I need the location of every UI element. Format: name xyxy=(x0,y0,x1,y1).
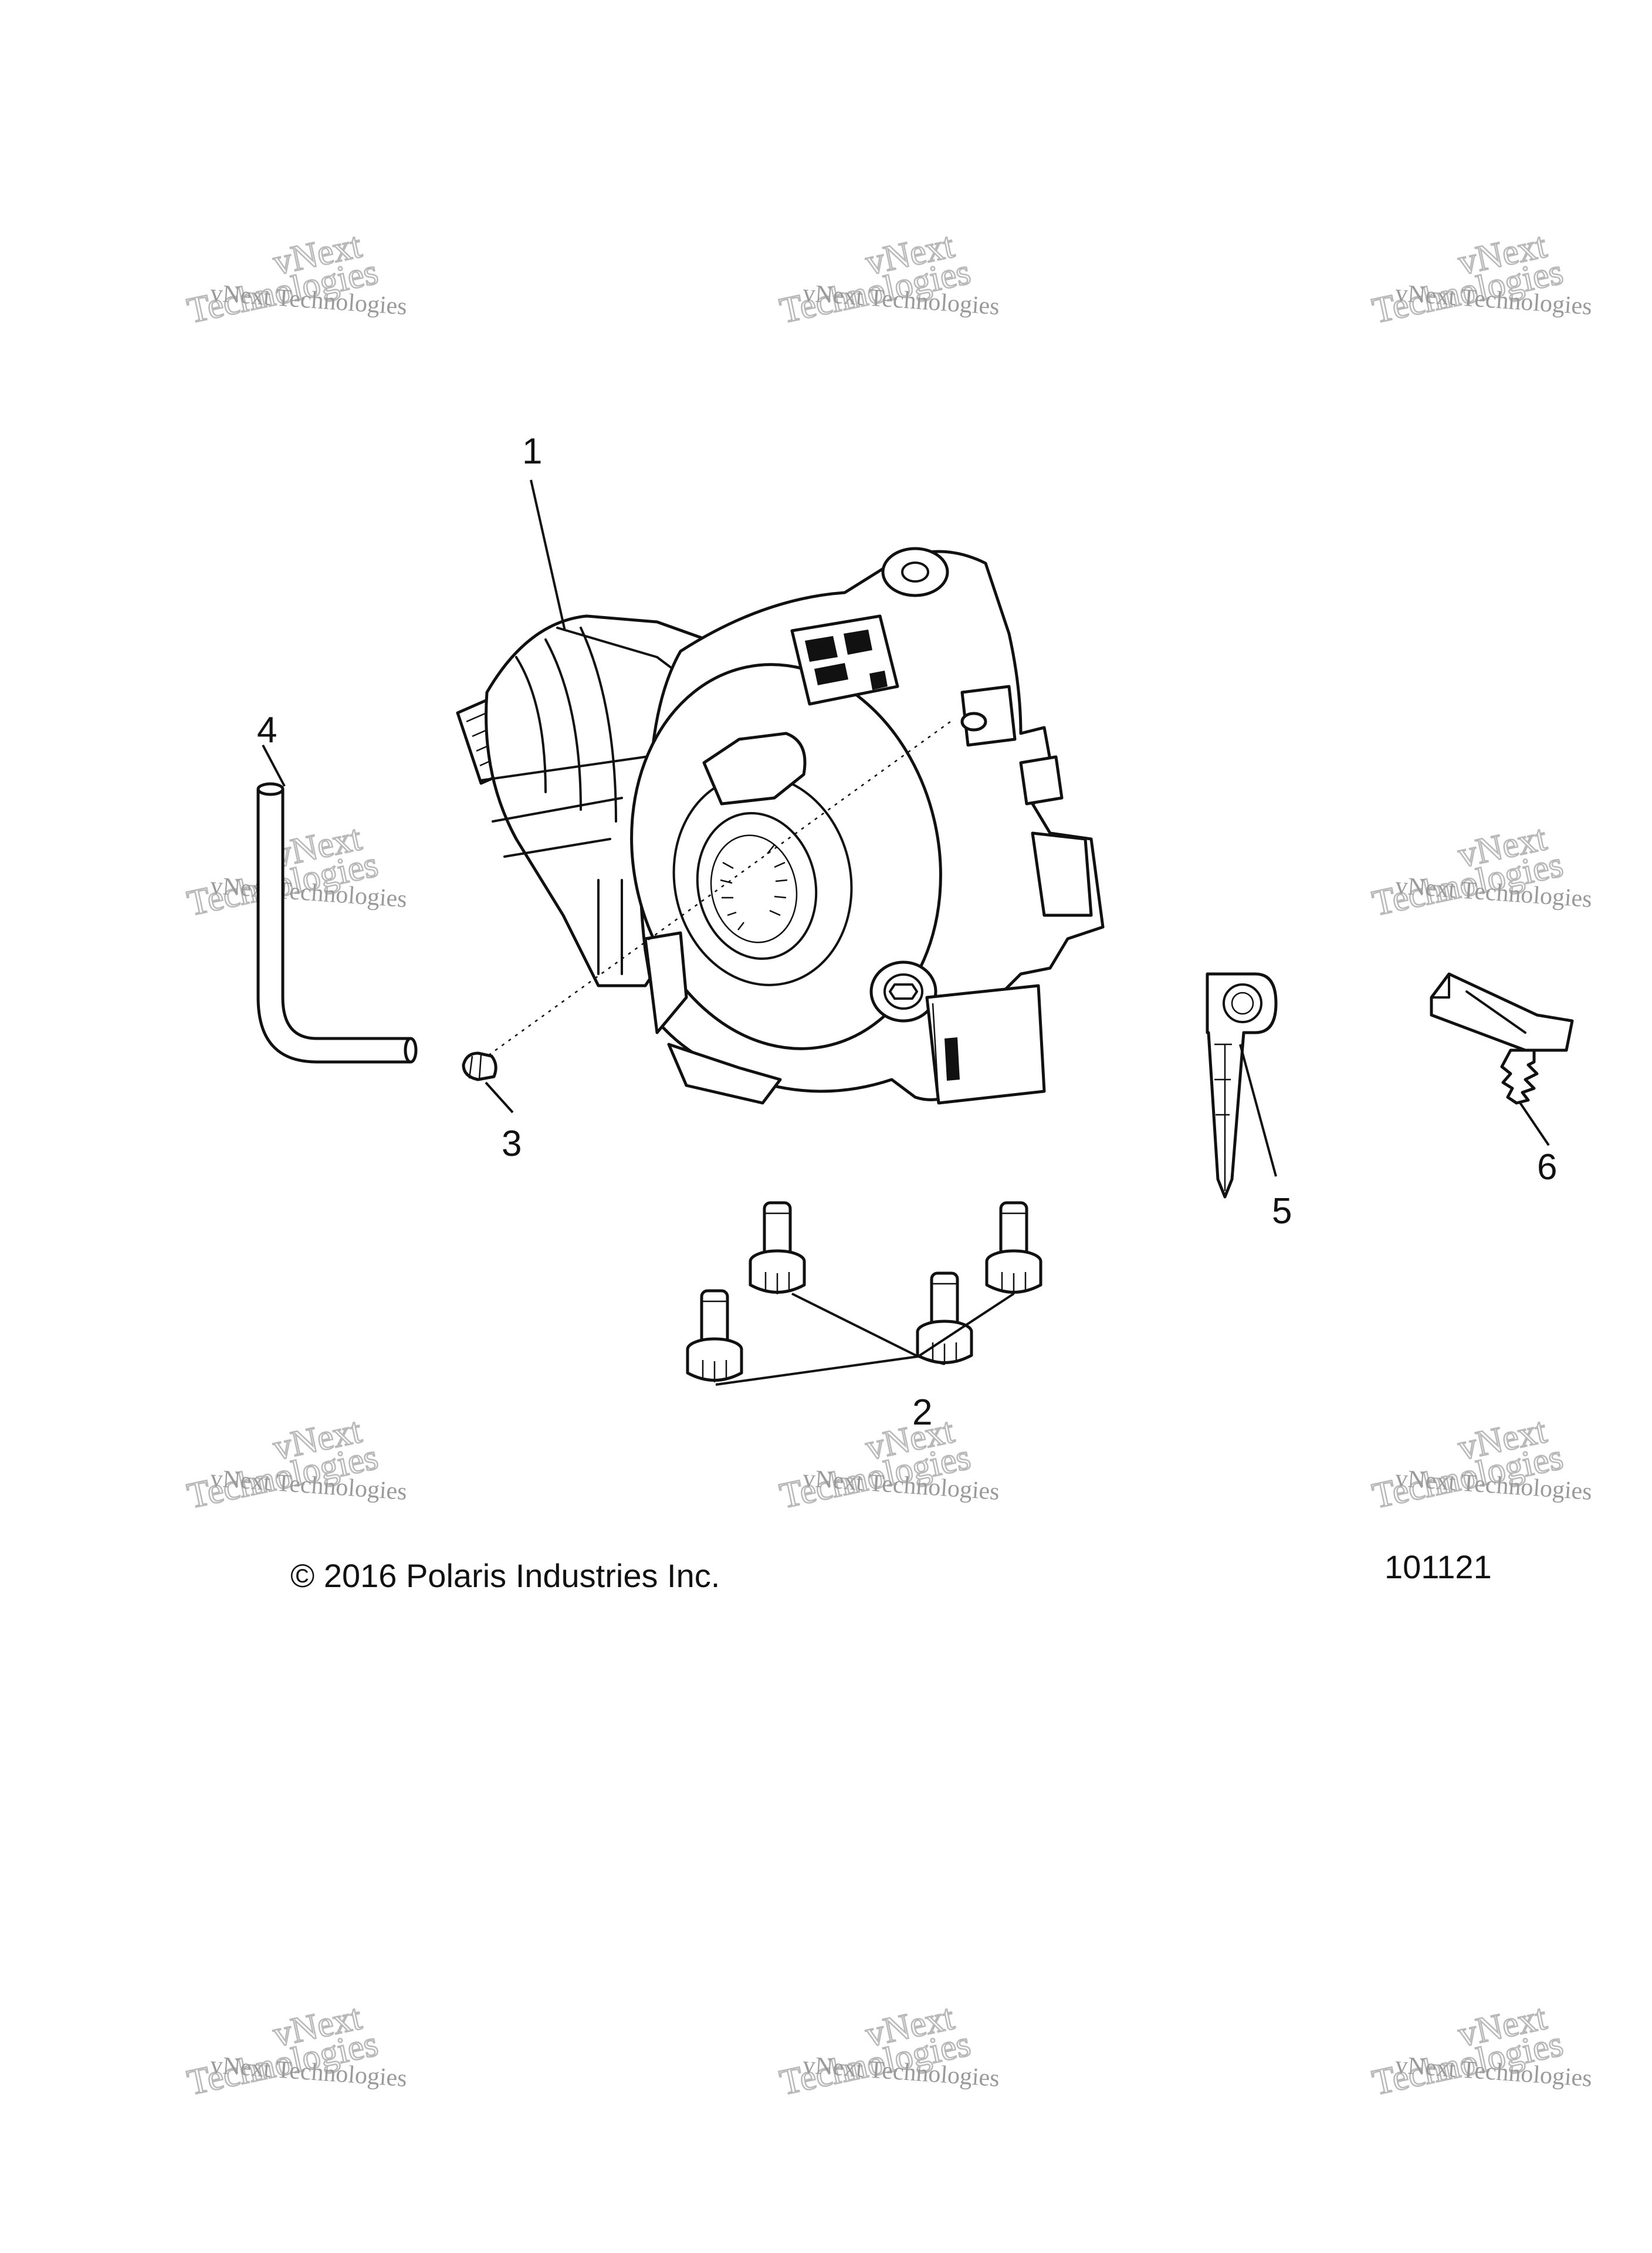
watermark: Technologies vNext vNext Technologies xyxy=(776,1410,1000,1517)
leader-3 xyxy=(485,1081,514,1114)
callout-5: 5 xyxy=(1272,1191,1292,1232)
callout-6: 6 xyxy=(1537,1147,1557,1188)
watermark: Technologies vNext vNext Technologies xyxy=(183,817,408,925)
callout-4: 4 xyxy=(257,710,277,750)
leader-2 xyxy=(715,1293,1015,1386)
leader-1 xyxy=(530,479,566,631)
plug-icon xyxy=(462,1051,497,1081)
figure-number: 101121 xyxy=(1384,1548,1492,1585)
watermark: Technologies vNext vNext Technologies xyxy=(183,225,408,332)
leader-4 xyxy=(262,745,286,787)
leader-6 xyxy=(1518,1101,1550,1146)
callout-1: 1 xyxy=(522,431,542,472)
watermark: Technologies vNext vNext Technologies xyxy=(776,1997,1000,2104)
gearcase-assembly-icon xyxy=(456,547,1105,1105)
watermark: Technologies vNext vNext Technologies xyxy=(776,225,1000,332)
watermark: Technologies vNext vNext Technologies xyxy=(1368,1410,1593,1517)
callout-2: 2 xyxy=(912,1392,932,1433)
connector-icon xyxy=(1206,972,1278,1199)
watermark: Technologies vNext vNext Technologies xyxy=(183,1410,408,1517)
watermark: Technologies vNext vNext Technologies xyxy=(183,1997,408,2104)
leader-lines xyxy=(262,479,1550,1386)
watermark: Technologies vNext vNext Technologies xyxy=(1368,225,1593,332)
watermark-group: Technologies vNext vNext Technologies Te… xyxy=(183,225,1593,2104)
push-clip-icon xyxy=(1430,972,1574,1105)
vent-hose-icon xyxy=(256,782,418,1064)
callout-3: 3 xyxy=(502,1124,522,1164)
watermark: Technologies vNext vNext Technologies xyxy=(1368,1997,1593,2104)
copyright-text: © 2016 Polaris Industries Inc. xyxy=(290,1557,720,1594)
watermark: Technologies vNext vNext Technologies xyxy=(1368,817,1593,925)
flange-bolt-icon xyxy=(688,1203,1041,1382)
leader-5 xyxy=(1239,1044,1277,1177)
